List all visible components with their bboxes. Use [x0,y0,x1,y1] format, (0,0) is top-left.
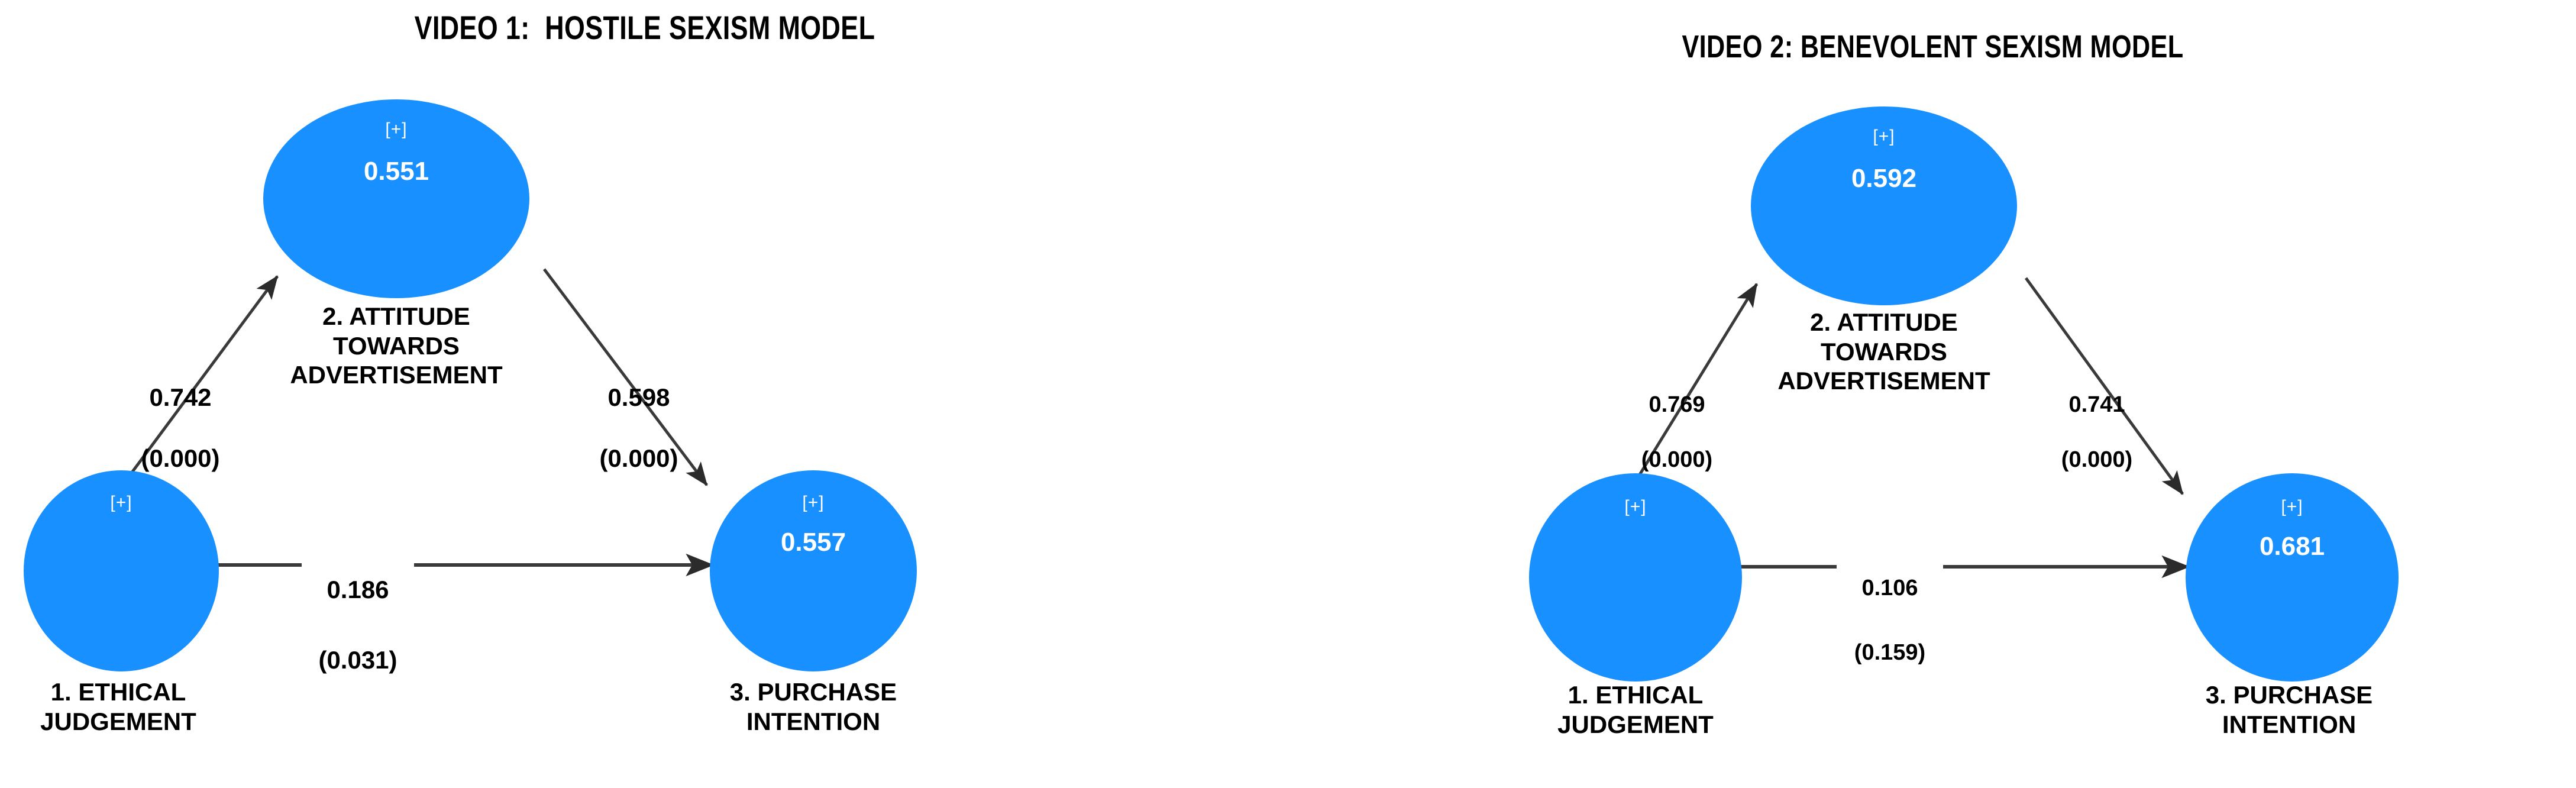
edge-p-value: (0.000) [2061,447,2133,473]
edge-label-ethical-to-purchase: 0.186 (0.031) [293,544,423,705]
edge-p-value: (0.159) [1854,640,1926,666]
node-r-squared-value: 0.551 [363,157,429,186]
edge-coefficient: 0.186 [327,576,389,604]
model-panel-video-1: VIDEO 1: HOSTILE SEXISM MODEL [+] 0.551 … [24,9,917,735]
edge-p-value: (0.031) [318,645,397,674]
edge-label-ethical-to-attitude: 0.769 (0.000) [1612,364,1742,501]
edge-attitude-to-purchase [2024,277,2184,495]
node-attitude-towards-advertisement[interactable]: [+] 0.592 [1751,106,2017,305]
edge-label-ethical-to-purchase: 0.106 (0.159) [1828,547,1952,694]
edge-coefficient: 0.106 [1861,576,1918,601]
node-sign-positive: [+] [1624,497,1647,516]
node-r-squared-value: 0.557 [780,528,846,557]
panel-title-video-1: VIDEO 1: HOSTILE SEXISM MODEL [414,9,875,46]
edge-label-attitude-to-purchase: 0.741 (0.000) [2032,364,2162,501]
edge-coefficient: 0.741 [2068,392,2125,418]
node-purchase-intention[interactable]: [+] 0.681 [2186,473,2399,682]
node-r-squared-value: 0.592 [1851,164,1917,193]
edge-attitude-to-purchase [543,268,708,486]
node-ethical-judgement[interactable]: [+] [24,470,219,671]
node-label-ethical-judgement: 1. ETHICAL JUDGEMENT [40,678,196,735]
node-label-ethical-judgement: 1. ETHICAL JUDGEMENT [1557,681,1714,738]
edge-ethical-to-attitude [1628,283,1759,492]
node-sign-positive: [+] [1873,127,1895,146]
node-ethical-judgement[interactable]: [+] [1529,473,1742,682]
panel-title-video-2: VIDEO 2: BENEVOLENT SEXISM MODEL [1682,29,2184,64]
node-r-squared-value: 0.681 [2259,532,2325,561]
edge-p-value: (0.000) [1641,447,1713,473]
edge-coefficient: 0.769 [1649,392,1705,418]
node-sign-positive: [+] [385,120,408,139]
node-label-attitude-towards-advertisement: 2. ATTITUDE TOWARDS ADVERTISEMENT [1777,308,1990,395]
edge-label-attitude-to-purchase: 0.598 (0.000) [571,352,707,503]
node-label-attitude-towards-advertisement: 2. ATTITUDE TOWARDS ADVERTISEMENT [290,302,503,389]
node-label-purchase-intention: 3. PURCHASE INTENTION [2205,681,2373,738]
edge-p-value: (0.000) [141,444,220,472]
node-sign-positive: [+] [2281,497,2303,516]
node-purchase-intention[interactable]: [+] 0.557 [710,470,917,671]
model-panel-video-2: VIDEO 2: BENEVOLENT SEXISM MODEL [+] 0.5… [1289,0,2576,788]
edge-coefficient: 0.598 [607,383,670,412]
edge-coefficient: 0.742 [149,383,212,412]
edge-label-ethical-to-attitude: 0.742 (0.000) [112,352,248,503]
node-attitude-towards-advertisement[interactable]: [+] 0.551 [263,99,529,298]
edge-ethical-to-attitude [124,275,279,482]
edge-p-value: (0.000) [599,444,678,472]
node-sign-positive: [+] [110,493,132,512]
node-label-purchase-intention: 3. PURCHASE INTENTION [729,678,897,735]
node-sign-positive: [+] [802,493,825,512]
